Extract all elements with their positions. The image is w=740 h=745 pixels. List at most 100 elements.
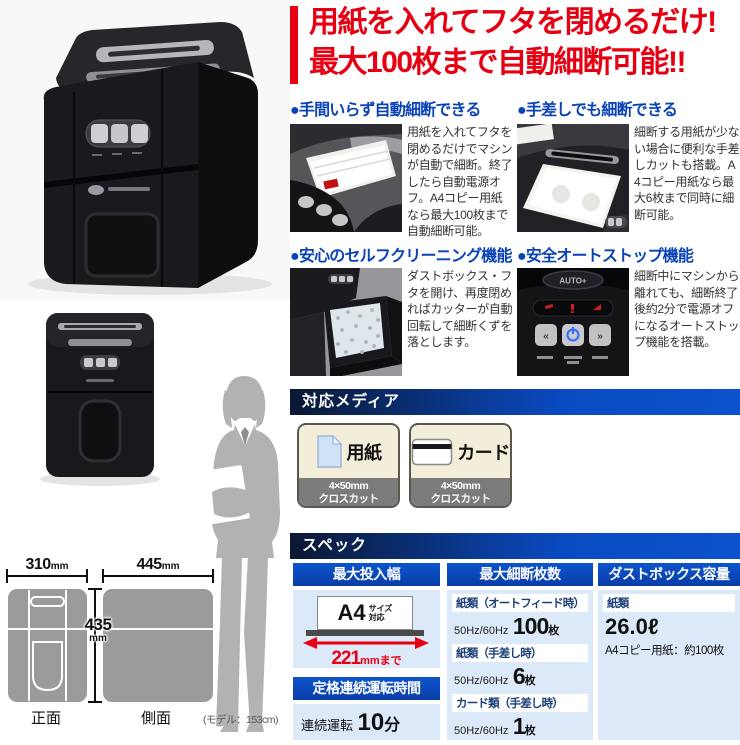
feature-title-auto-shred: ●手間いらず自動細断できる <box>290 102 481 119</box>
feature-body-auto-shred: 用紙を入れてフタを閉めるだけでマシンが自動で細断。終了したら自動電源オフ。A4コ… <box>407 125 513 238</box>
feed-slot-graphic <box>306 630 424 636</box>
auto-feed-photo-art <box>290 124 402 232</box>
auto-plus-label: AUTO+ <box>559 277 587 286</box>
media-section-header: 対応メディア <box>290 389 740 415</box>
front-width-bracket <box>6 569 88 583</box>
sheets-row2-num: 6 <box>512 663 526 689</box>
sheets-row3-num: 1 <box>512 713 526 739</box>
media-paper-cut-type: クロスカット <box>318 493 380 505</box>
headline: 用紙を入れてフタを閉めるだけ! 最大100枚まで自動細断可能!! <box>290 3 740 84</box>
spec-runtime-box: 連続運転 10分 <box>293 704 440 740</box>
spec-maxwidth-header: 最大投入幅 <box>293 563 440 586</box>
sheets-row3-prefix: 50Hz/60Hz <box>454 725 509 737</box>
person-silhouette-art <box>198 376 280 732</box>
a4-paper-graphic: A4 サイズ 対応 <box>317 596 413 630</box>
front-view-label: 正面 <box>31 710 62 727</box>
headline-accent-bar <box>290 6 298 84</box>
spec-dustbox-header: ダストボックス容量 <box>598 563 740 586</box>
spec-sheets-box: 紙類（オートフィード時） 50Hz/60Hz 100枚 紙類（手差し時） 50H… <box>447 590 593 740</box>
height-unit: mm <box>89 633 107 644</box>
feature-body-auto-stop: 細断中にマシンから離れても、細断終了後約2分で電源オフになるオートストップ機能を… <box>634 269 740 349</box>
front-width-label: 310mm <box>19 556 75 574</box>
auto-feed-photo <box>290 124 402 232</box>
runtime-unit: 分 <box>384 717 401 734</box>
panel-buttons: « » <box>535 324 611 346</box>
sheets-row1-prefix: 50Hz/60Hz <box>454 625 509 637</box>
self-clean-photo-art <box>290 268 402 376</box>
runtime-value: 10 <box>357 709 385 736</box>
height-value: 435 <box>84 615 112 634</box>
feature-title-auto-stop: ●安全オートストップ機能 <box>517 248 694 265</box>
sheets-row3-label: カード類（手差し時） <box>452 694 588 712</box>
feature-title-manual-feed: ●手差しでも細断できる <box>517 102 678 119</box>
shredder-main-photo <box>0 0 290 300</box>
spec-runtime-header: 定格連続運転時間 <box>293 677 440 700</box>
control-buttons-cluster <box>85 119 151 156</box>
auto-stop-photo-art: AUTO+ « » <box>517 268 629 376</box>
side-width-bracket <box>102 569 214 583</box>
a4-sub1: サイズ <box>368 604 393 613</box>
a4-label: A4 <box>337 600 366 625</box>
feature-body-manual-feed: 細断する用紙が少ない場合に便利な手差しカットも搭載。A4コピー用紙なら最大6枚ま… <box>634 125 740 222</box>
dimension-diagram <box>6 569 214 703</box>
media-card-paper: 用紙 4×50mm クロスカット <box>297 423 400 508</box>
side-view-label: 側面 <box>141 710 172 727</box>
front-width-value: 310 <box>25 556 52 573</box>
height-label: 435 mm <box>78 615 118 646</box>
side-width-value: 445 <box>136 556 163 573</box>
sheets-row2-unit: 枚 <box>524 675 536 687</box>
sheets-row2-label: 紙類（手差し時） <box>452 644 588 662</box>
media-card-label: カード <box>457 442 510 463</box>
media-card-cut-size: 4×50mm <box>440 480 481 492</box>
spec-section-header: スペック <box>290 533 740 559</box>
width-value-line: 221mmまで <box>293 648 440 670</box>
headline-line1: 用紙を入れてフタを閉めるだけ! <box>309 6 717 39</box>
card-icon <box>412 438 453 465</box>
media-card-cut: 4×50mm クロスカット <box>411 478 510 506</box>
media-paper-label: 用紙 <box>346 442 383 463</box>
spec-dustbox-box: 紙類 26.0ℓ A4コピー用紙：約100枚 <box>598 590 740 740</box>
width-arrow <box>303 637 429 649</box>
shredder-front-photo-art <box>40 313 160 486</box>
headline-text: 用紙を入れてフタを閉めるだけ! 最大100枚まで自動細断可能!! <box>309 3 717 84</box>
self-clean-photo <box>290 268 402 376</box>
red-indicator-icons <box>544 303 601 313</box>
svg-text:«: « <box>543 331 549 342</box>
shredder-main-photo-art <box>0 0 290 300</box>
side-width-unit: mm <box>161 561 180 572</box>
width-value: 221 <box>331 648 361 669</box>
manual-feed-photo <box>517 124 629 232</box>
headline-line2: 最大100枚まで自動細断可能!! <box>309 46 687 79</box>
auto-stop-photo: AUTO+ « » <box>517 268 629 376</box>
front-view-shape <box>8 589 87 702</box>
side-width-label: 445mm <box>128 556 188 574</box>
runtime-prefix: 連続運転 <box>301 718 354 733</box>
model-height-note: (モデル：153cm) <box>203 714 279 726</box>
spec-maxwidth-box: A4 サイズ 対応 221mmまで <box>293 590 440 670</box>
manual-feed-photo-art <box>517 124 629 232</box>
sheets-row3-value: 50Hz/60Hz 1枚 <box>447 713 593 740</box>
feature-body-self-clean: ダストボックス・フタを開け、再度閉めればカッターが自動回転して細断くずを落としま… <box>407 269 513 349</box>
sheets-row1-num: 100 <box>512 613 549 639</box>
shredder-front-photo <box>28 295 173 490</box>
dustbox-value: 26.0ℓ <box>605 614 659 639</box>
feature-title-self-clean: ●安心のセルフクリーニング機能 <box>290 248 512 265</box>
sheets-row1-unit: 枚 <box>548 625 560 637</box>
side-view-shape <box>103 589 213 702</box>
media-card-card: カード 4×50mm クロスカット <box>409 423 512 508</box>
dustbox-label: 紙類 <box>603 594 735 612</box>
media-paper-cut: 4×50mm クロスカット <box>299 478 398 506</box>
width-unit: mmまで <box>360 655 402 667</box>
spec-sheets-header: 最大細断枚数 <box>447 563 593 586</box>
sheets-row1-value: 50Hz/60Hz 100枚 <box>447 613 593 640</box>
height-bracket <box>88 588 102 703</box>
sheets-row2-value: 50Hz/60Hz 6枚 <box>447 663 593 690</box>
brand-badge <box>88 185 150 195</box>
power-icon <box>566 327 580 342</box>
a4-sub-label: サイズ 対応 <box>369 604 393 622</box>
front-width-unit: mm <box>50 561 69 572</box>
a4-sub2: 対応 <box>368 613 385 622</box>
dustbox-note: A4コピー用紙：約100枚 <box>605 645 724 657</box>
media-card-cut-type: クロスカット <box>430 493 492 505</box>
svg-text:»: » <box>597 331 603 342</box>
